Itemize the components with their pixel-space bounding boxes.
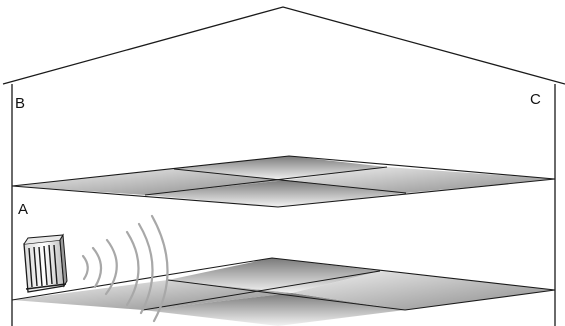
room-label-b: B bbox=[15, 96, 25, 111]
room-label-c: C bbox=[530, 92, 541, 107]
roof-outline bbox=[3, 7, 565, 84]
room-label-a: A bbox=[18, 202, 28, 217]
radiator-heater-icon bbox=[24, 235, 67, 292]
upper-floor bbox=[12, 156, 555, 207]
lower-floor bbox=[12, 258, 555, 326]
